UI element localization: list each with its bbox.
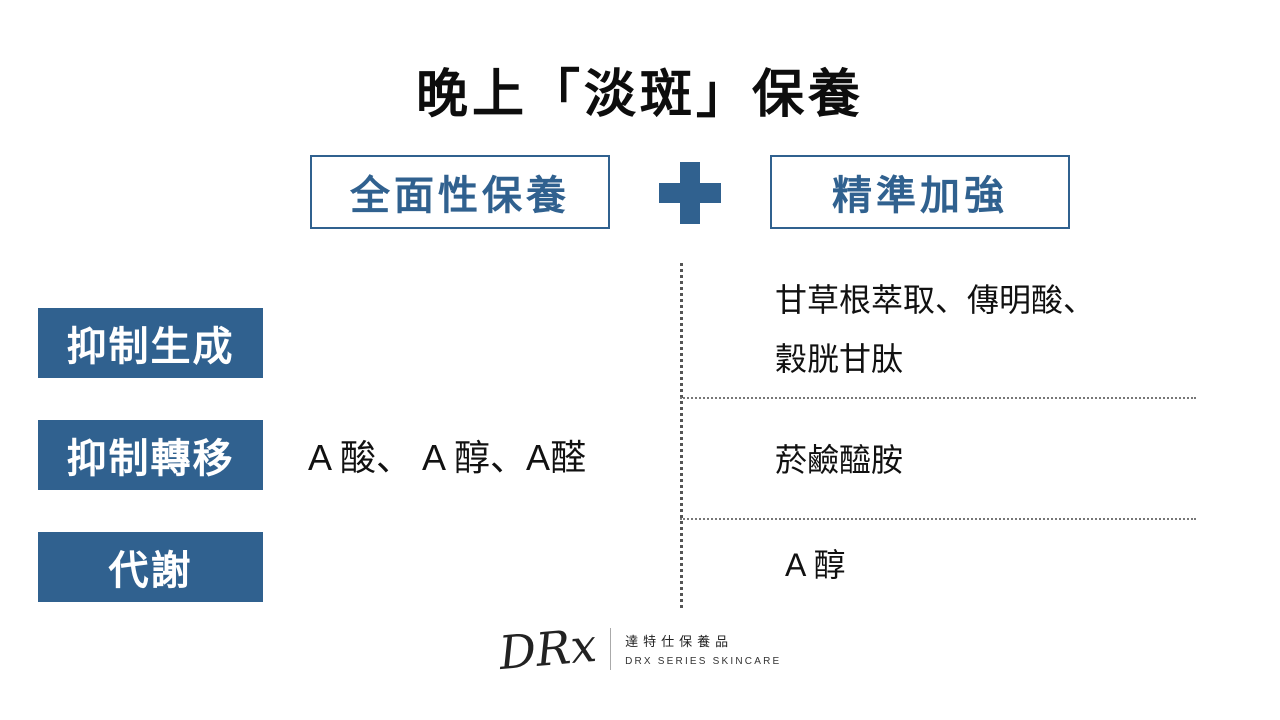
row-label-inhibit-formation: 抑制生成 <box>38 308 263 378</box>
drx-logo-icon: DRx <box>496 617 599 681</box>
brand-name-zh: 達特仕保養品 <box>625 634 734 649</box>
row-label-text: 抑制生成 <box>66 325 235 369</box>
plus-icon <box>659 162 721 224</box>
page-title: 晚上「淡斑」保養 <box>415 66 864 124</box>
row-label-text: 代謝 <box>108 549 193 593</box>
horizontal-dotted-divider-1 <box>680 397 1196 399</box>
precise-cell-text: A 醇 <box>785 547 846 583</box>
precise-boost-box: 精準加強 <box>770 155 1070 229</box>
precise-cell-text: 甘草根萃取、傳明酸、穀胱甘肽 <box>775 281 1096 377</box>
precise-cell-inhibit-transfer: 菸鹼醯胺 <box>680 397 903 518</box>
general-care-ingredients-text: A 酸、 A 醇、A醛 <box>308 437 587 478</box>
precise-cell-metabolism: A 醇 <box>680 518 845 608</box>
brand-footer: DRx 達特仕保養品 DRX SERIES SKINCARE <box>0 618 1280 680</box>
precise-boost-label: 精準加強 <box>832 174 1008 218</box>
general-care-label: 全面性保養 <box>350 174 570 218</box>
vertical-dotted-divider <box>680 263 683 608</box>
row-label-text: 抑制轉移 <box>66 437 235 481</box>
brand-name-en: DRX SERIES SKINCARE <box>625 656 782 667</box>
precise-cell-inhibit-formation: 甘草根萃取、傳明酸、穀胱甘肽 <box>680 263 1115 397</box>
precise-cell-text: 菸鹼醯胺 <box>775 441 904 478</box>
row-label-inhibit-transfer: 抑制轉移 <box>38 420 263 490</box>
horizontal-dotted-divider-2 <box>680 518 1196 520</box>
general-care-ingredients: A 酸、 A 醇、A醛 <box>308 420 586 490</box>
brand-text-block: 達特仕保養品 DRX SERIES SKINCARE <box>625 631 781 667</box>
logo-divider <box>610 628 612 670</box>
general-care-box: 全面性保養 <box>310 155 610 229</box>
row-label-metabolism: 代謝 <box>38 532 263 602</box>
